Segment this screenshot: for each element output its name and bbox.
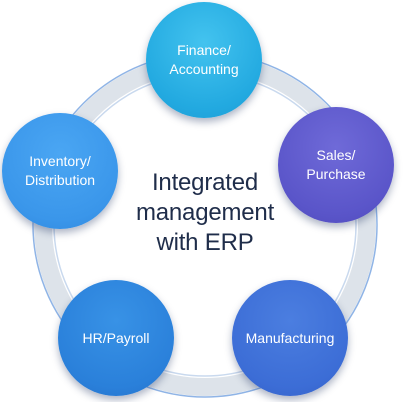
node-hr-payroll: HR/Payroll <box>58 280 174 396</box>
node-finance-label: Finance/ Accounting <box>163 41 244 79</box>
center-title-line-3: with ERP <box>156 229 254 256</box>
node-inventory-line-1: Inventory/ <box>29 153 91 169</box>
node-finance-line-1: Finance/ <box>177 42 231 58</box>
center-title-line-1: Integrated <box>151 169 259 196</box>
node-sales-line-1: Sales/ <box>316 147 356 163</box>
node-manufacturing-line-1: Manufacturing <box>245 329 335 346</box>
node-manufacturing-label: Manufacturing <box>240 329 341 348</box>
node-sales-label: Sales/ Purchase <box>300 146 371 184</box>
center-title-line-2: management <box>135 199 275 226</box>
node-manufacturing: Manufacturing <box>232 280 348 396</box>
node-inventory-label: Inventory/ Distribution <box>19 152 101 190</box>
node-sales-line-2: Purchase <box>306 166 366 182</box>
node-sales-purchase: Sales/ Purchase <box>278 107 394 223</box>
node-finance-accounting: Finance/ Accounting <box>146 2 262 118</box>
node-hr-line-1: HR/Payroll <box>82 329 150 346</box>
node-hr-label: HR/Payroll <box>77 329 156 348</box>
node-inventory-line-2: Distribution <box>24 172 96 188</box>
center-title: Integrated management with ERP <box>120 168 290 258</box>
node-finance-line-2: Accounting <box>169 61 239 77</box>
node-inventory-distribution: Inventory/ Distribution <box>2 113 118 229</box>
